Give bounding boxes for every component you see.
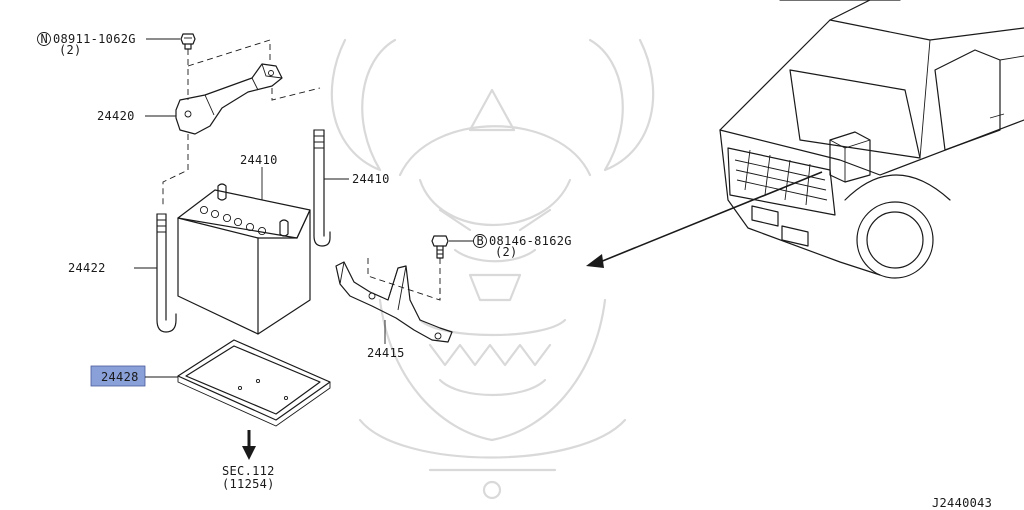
rod-left-part-code[interactable]: 24422 <box>68 261 106 275</box>
hold-down-bracket-icon <box>175 63 283 135</box>
tray-highlight-box <box>90 365 146 387</box>
vehicle-location-icon <box>719 0 1024 279</box>
battery-tray-icon <box>177 339 331 427</box>
nut-prefix: N <box>41 32 49 46</box>
figure-code: J2440043 <box>932 496 992 510</box>
nut-part-code[interactable]: 08911-1062G <box>53 32 136 46</box>
arrow-down-icon <box>242 430 256 460</box>
bracket-dash-right <box>271 87 321 101</box>
nut-quantity: (2) <box>59 43 82 57</box>
bolt-icon <box>431 235 449 259</box>
bolt-part-code[interactable]: 08146-8162G <box>489 234 572 248</box>
hold-down-rod-right-icon <box>313 129 331 247</box>
battery-icon <box>177 183 311 335</box>
bolt-prefix: B <box>477 234 485 248</box>
section-reference-code: (11254) <box>222 477 275 491</box>
bolt-quantity: (2) <box>495 245 518 259</box>
battery-part-code-shown[interactable]: 24410 <box>240 153 278 167</box>
bolt-prefix-circle <box>473 234 487 248</box>
battery-support-icon <box>335 261 453 343</box>
rod-right-part-code[interactable]: 24410 <box>352 172 390 186</box>
samurai-helmet-watermark <box>330 38 655 500</box>
support-part-code[interactable]: 24415 <box>367 346 405 360</box>
location-arrow-icon <box>586 171 823 268</box>
support-dash-outline <box>367 258 441 301</box>
bracket-part-code[interactable]: 24420 <box>97 109 135 123</box>
nut-icon <box>180 33 196 50</box>
section-reference[interactable]: SEC.112 <box>222 464 275 478</box>
bracket-dash-left <box>162 134 189 205</box>
bracket-dash-top <box>187 39 271 67</box>
hold-down-rod-left-icon <box>156 213 177 333</box>
nut-prefix-circle <box>37 32 51 46</box>
tray-part-code[interactable]: 24428 <box>101 370 139 384</box>
